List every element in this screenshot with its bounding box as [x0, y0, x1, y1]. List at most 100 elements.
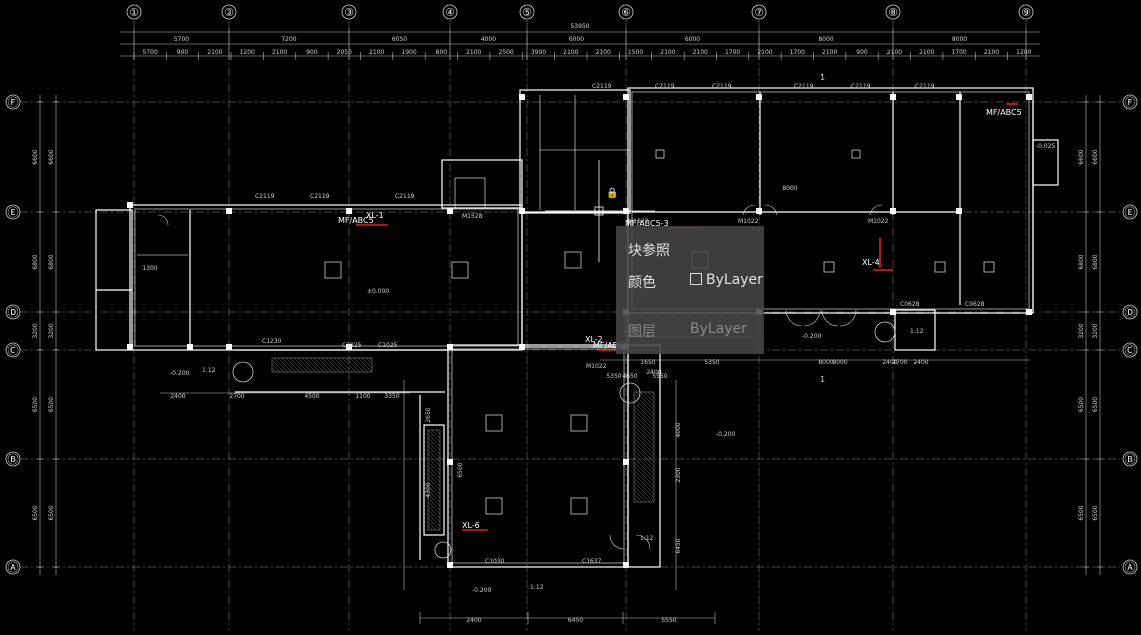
- dimension-text: 1500: [628, 49, 643, 56]
- dimension-text: 6500: [32, 397, 39, 412]
- structural-column: [226, 208, 232, 214]
- dimension-text: 900: [856, 49, 868, 56]
- grid-bubble-row: Ⓕ: [1122, 94, 1138, 110]
- svg-text:1:12: 1:12: [640, 535, 654, 542]
- svg-text:C2119: C2119: [395, 193, 415, 200]
- dimension-text: 7200: [281, 36, 296, 43]
- dimension-text: 2700: [229, 393, 244, 400]
- dimension-text: 8000: [832, 359, 847, 366]
- structural-column: [956, 208, 962, 214]
- dimension-text: 1700: [951, 49, 966, 56]
- dimension-text: 6500: [48, 505, 55, 520]
- grid-bubble-row: Ⓑ: [1122, 451, 1138, 467]
- dimension-text: 6600: [1078, 149, 1085, 164]
- grid-bubble-col: ⑦: [751, 4, 767, 20]
- dimension-text: 1900: [401, 49, 416, 56]
- grid-label: Ⓔ: [1125, 206, 1136, 219]
- color-value-text: ByLayer: [706, 272, 763, 288]
- grid-bubble-row: Ⓒ: [5, 342, 21, 358]
- xl-tag: XL-2: [585, 335, 603, 344]
- dimension-text: 6500: [32, 505, 39, 520]
- grid-label: ①: [129, 6, 139, 19]
- xl-tag: XL-4: [862, 258, 880, 267]
- grid-bubble-row: Ⓐ: [1122, 559, 1138, 575]
- svg-text:C0628: C0628: [965, 301, 985, 308]
- grid-label: ③: [344, 6, 354, 19]
- structural-column: [447, 208, 453, 214]
- svg-text:C2119: C2119: [915, 83, 935, 90]
- structural-column: [623, 94, 629, 100]
- grid-bubble-row: Ⓕ: [5, 94, 21, 110]
- grid-label: Ⓒ: [1125, 344, 1136, 357]
- structural-column: [519, 94, 525, 100]
- grid-label: Ⓐ: [8, 561, 19, 574]
- dimension-text: 5700: [143, 49, 158, 56]
- grid-label: ⑧: [888, 6, 898, 19]
- structural-column: [519, 208, 525, 214]
- mf-tag: MF/ABC5: [986, 108, 1022, 117]
- grid-label: ⑨: [1021, 6, 1031, 19]
- dimension-text: 6800: [1092, 254, 1099, 269]
- grid-bubble-col: ④: [442, 4, 458, 20]
- xl-tag: XL-6: [462, 521, 480, 530]
- dimension-text: 6600: [32, 149, 39, 164]
- grid-label: Ⓓ: [8, 306, 19, 319]
- building-walls: [95, 87, 1059, 568]
- svg-text:-0.200: -0.200: [170, 370, 190, 377]
- svg-text:-0.025: -0.025: [1036, 143, 1056, 150]
- dimension-text: 4500: [304, 393, 319, 400]
- dimension-text: 6500: [1078, 397, 1085, 412]
- dimension-text: 8000: [818, 36, 833, 43]
- dimension-text: 8000: [952, 36, 967, 43]
- structural-column: [127, 344, 133, 350]
- dimension-text: 2400: [466, 617, 481, 624]
- tooltip-title: 块参照: [628, 243, 670, 259]
- dimension-text: 2100: [369, 49, 384, 56]
- structural-column: [447, 459, 453, 465]
- structural-column: [127, 202, 133, 208]
- dimension-text: 5350: [606, 373, 621, 380]
- dimension-text: 53950: [570, 23, 589, 30]
- svg-text:C1025: C1025: [378, 342, 398, 349]
- structural-column: [519, 344, 525, 350]
- grid-label: Ⓓ: [1125, 306, 1136, 319]
- dimension-text: 800: [436, 49, 448, 56]
- grid-bubble-row: Ⓔ: [1122, 204, 1138, 220]
- mf-tag: MF/ABC5: [338, 216, 374, 225]
- dimension-text: 3350: [384, 393, 399, 400]
- svg-text:C2119: C2119: [655, 83, 675, 90]
- svg-text:-0.200: -0.200: [802, 333, 822, 340]
- dimension-text: 2100: [693, 49, 708, 56]
- xl-tag: XL-1: [366, 211, 384, 220]
- svg-text:1:12: 1:12: [910, 328, 924, 335]
- svg-text:C1825: C1825: [342, 342, 362, 349]
- grid-label: ⑥: [621, 6, 631, 19]
- dimension-text: 1300: [142, 265, 157, 272]
- structural-column: [447, 344, 453, 350]
- svg-text:M1022: M1022: [738, 218, 759, 225]
- dimension-text: 2100: [984, 49, 999, 56]
- svg-text:C2119: C2119: [851, 83, 871, 90]
- dimension-text: 2400: [170, 393, 185, 400]
- structural-column: [187, 344, 193, 350]
- grid-bubble-col: ⑤: [519, 4, 535, 20]
- tooltip-layer-label: 图层: [628, 324, 656, 340]
- dimension-text: 6500: [1092, 397, 1099, 412]
- grid-bubble-row: Ⓐ: [5, 559, 21, 575]
- dimension-text: 6600: [48, 149, 55, 164]
- grid-bubble-col: ①: [126, 4, 142, 20]
- dimension-text: 2100: [822, 49, 837, 56]
- grid-label: ⑤: [522, 6, 532, 19]
- structural-column: [890, 208, 896, 214]
- grid-label: ⑦: [754, 6, 764, 19]
- dimension-text: 6500: [1078, 505, 1085, 520]
- dimension-text: 8000: [818, 359, 833, 366]
- svg-text:C1030: C1030: [485, 558, 505, 565]
- dimension-text: 6500: [457, 462, 464, 477]
- dimension-text: 3200: [1092, 323, 1099, 338]
- svg-text:C2119: C2119: [712, 83, 732, 90]
- grid-label: ②: [224, 6, 234, 19]
- dimension-text: 3900: [531, 49, 546, 56]
- svg-text:-0.200: -0.200: [472, 587, 492, 594]
